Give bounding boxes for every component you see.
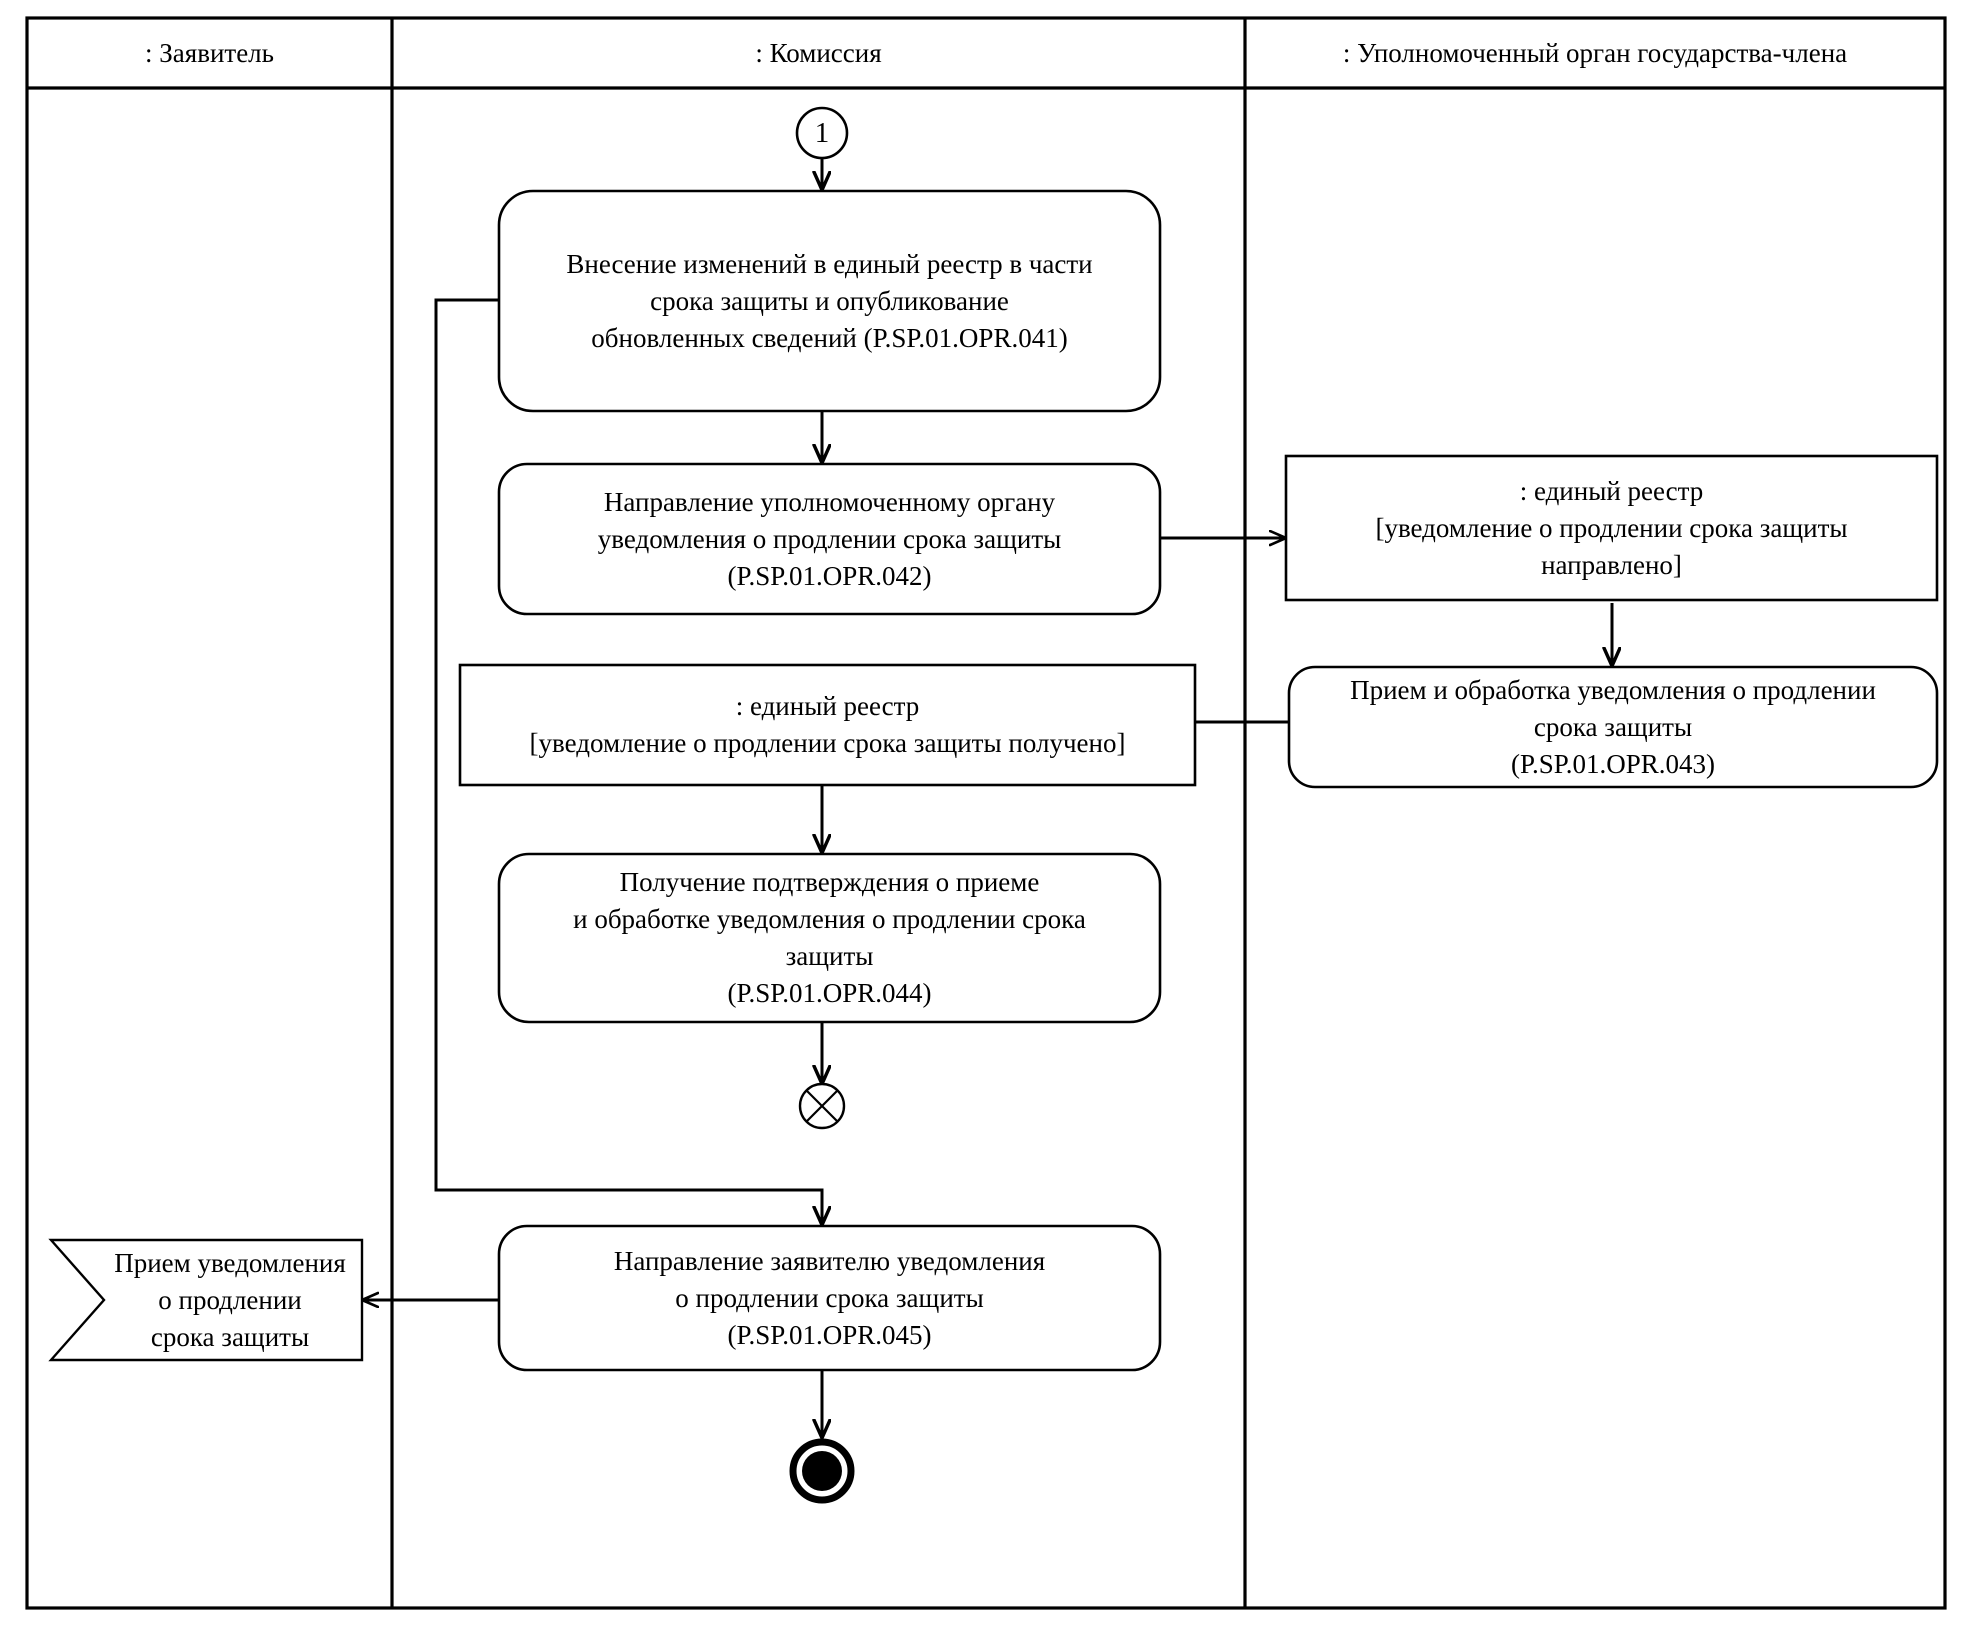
action-node-045: [497, 1224, 1162, 1372]
activity-final-node-hit[interactable]: [789, 1438, 855, 1504]
action-node-043: [1287, 665, 1939, 789]
edge-layer: [362, 146, 1612, 1438]
entry-connector-hit[interactable]: [797, 108, 847, 158]
object-node-notification-sent: [1284, 454, 1939, 602]
edge-041-to-045-loopback: [434, 298, 822, 1225]
action-node-041: [497, 189, 1162, 413]
entry-connector-node: [795, 106, 849, 160]
object-node-notification-received-hit[interactable]: [460, 665, 1195, 785]
flow-final-node-hit[interactable]: [800, 1084, 844, 1128]
lane-header-authority-label: : Уполномоченный орган государства-члена: [1342, 37, 1848, 68]
receive-signal-node: [48, 1238, 364, 1362]
entry-connector-label: 1: [814, 116, 830, 149]
lane-header-applicant-label: : Заявитель: [145, 37, 274, 68]
activity-final-node: [789, 1438, 855, 1504]
action-node-041-hit[interactable]: [499, 191, 1160, 411]
action-node-043-hit[interactable]: [1289, 667, 1937, 787]
action-node-042: [497, 462, 1162, 616]
action-node-044: [497, 852, 1162, 1024]
flow-final-node: [798, 1082, 846, 1130]
object-node-notification-received: [458, 663, 1197, 787]
action-node-042-hit[interactable]: [499, 464, 1160, 614]
lane-header-authority[interactable]: : Уполномоченный орган государства-члена: [1245, 18, 1945, 88]
lane-header-applicant[interactable]: : Заявитель: [27, 18, 392, 88]
object-node-notification-sent-hit[interactable]: [1286, 456, 1937, 600]
action-node-044-hit[interactable]: [499, 854, 1160, 1022]
lane-header-commission-label: : Комиссия: [755, 37, 882, 68]
receive-signal-node-hit[interactable]: [51, 1240, 362, 1360]
lane-header-commission[interactable]: : Комиссия: [392, 18, 1245, 88]
action-node-045-hit[interactable]: [499, 1226, 1160, 1370]
